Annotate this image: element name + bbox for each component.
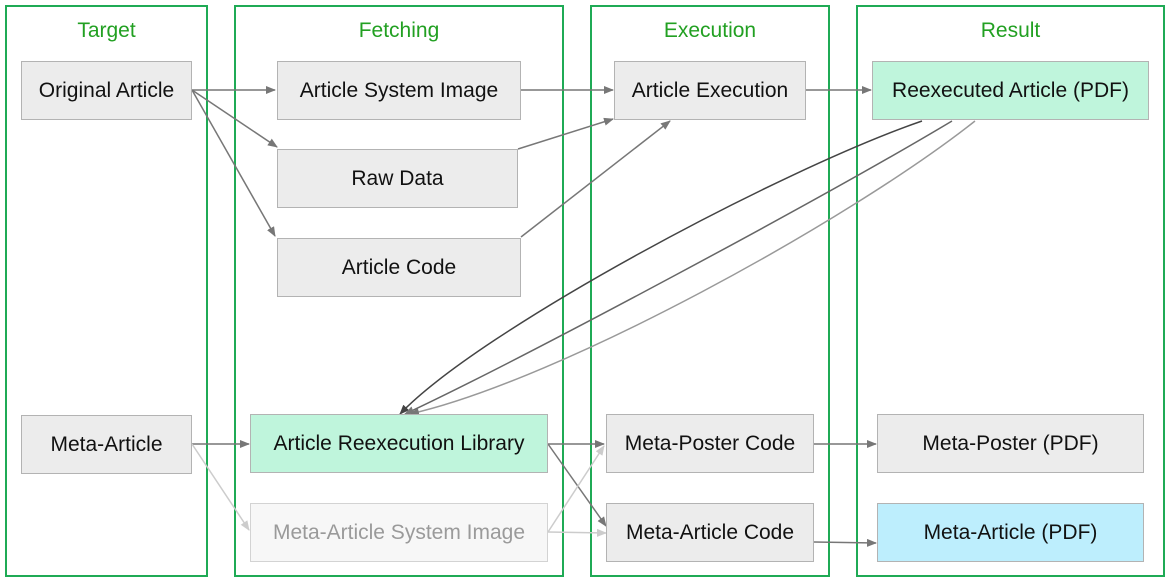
node-article-execution: Article Execution (614, 61, 806, 120)
node-meta-poster-code: Meta-Poster Code (606, 414, 814, 473)
node-meta-article-pdf: Meta-Article (PDF) (877, 503, 1144, 562)
node-meta-article-code: Meta-Article Code (606, 503, 814, 562)
column-title-fetching: Fetching (358, 19, 440, 42)
node-article-reexecution-library: Article Reexecution Library (250, 414, 548, 473)
node-meta-poster-pdf: Meta-Poster (PDF) (877, 414, 1144, 473)
node-reexecuted-article-pdf: Reexecuted Article (PDF) (872, 61, 1149, 120)
node-meta-article-system-image: Meta-Article System Image (250, 503, 548, 562)
node-raw-data: Raw Data (277, 149, 518, 208)
node-meta-article: Meta-Article (21, 415, 192, 474)
column-title-result: Result (980, 19, 1041, 42)
column-title-execution: Execution (663, 19, 757, 42)
column-title-target: Target (77, 19, 136, 42)
column-target: Target (5, 5, 208, 577)
node-original-article: Original Article (21, 61, 192, 120)
node-article-system-image: Article System Image (277, 61, 521, 120)
node-article-code: Article Code (277, 238, 521, 297)
